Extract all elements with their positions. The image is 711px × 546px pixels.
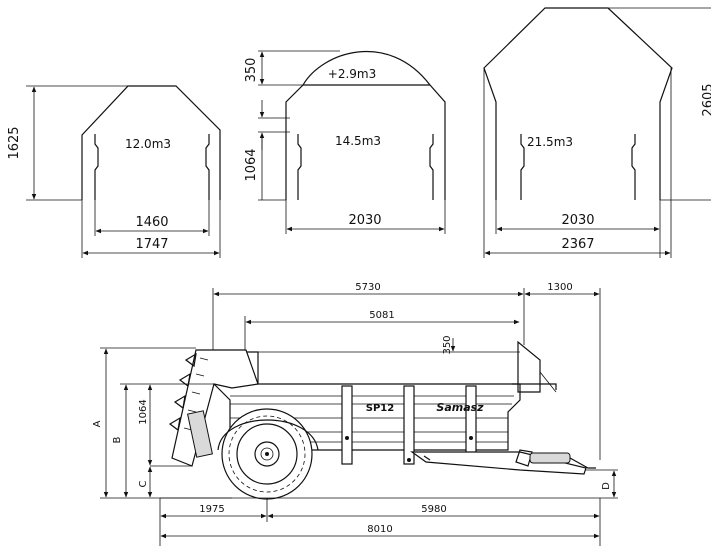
body-length-label: 5081 [369,310,394,321]
large-volume-label: 21.5m3 [527,135,573,149]
profile-medium: 350 1064 2030 +2.9m3 14.5m3 [244,50,446,234]
dimension-c-label: C [138,480,149,487]
medium-side-height-label: 1064 [244,148,259,181]
side-height-label: 1064 [138,399,149,424]
medium-extension-volume-label: +2.9m3 [328,67,376,81]
profile-large: 2605 2030 2367 21.5m3 [483,7,711,258]
large-inner-width-label: 2030 [561,213,594,228]
large-height-label: 2605 [701,83,711,116]
small-height-label: 1625 [7,126,22,159]
total-length-label: 8010 [367,524,392,535]
medium-volume-label: 14.5m3 [335,134,381,148]
dimension-b-label: B [112,436,123,443]
dimension-d-label: D [601,482,612,490]
drawbar-length-label: 1300 [547,282,572,293]
axle-to-front-label: 5980 [421,504,446,515]
medium-extension-height-label: 350 [244,58,259,83]
large-outer-width-label: 2367 [561,237,594,252]
profile-small: 1625 1460 1747 12.0m3 [7,85,221,258]
model-label: SP12 [366,403,394,414]
extension-height-label: 350 [442,335,453,354]
overall-length-label: 5730 [355,282,380,293]
small-outer-width-label: 1747 [135,237,168,252]
medium-width-label: 2030 [348,213,381,228]
dimension-a-label: A [92,420,103,427]
rear-to-axle-label: 1975 [199,504,224,515]
wheel [221,408,313,500]
brand-label: Samasz [436,401,484,414]
small-inner-width-label: 1460 [135,215,168,230]
side-view: 5730 1300 5081 350 SP12 Samasz [92,282,618,546]
small-volume-label: 12.0m3 [125,137,171,151]
